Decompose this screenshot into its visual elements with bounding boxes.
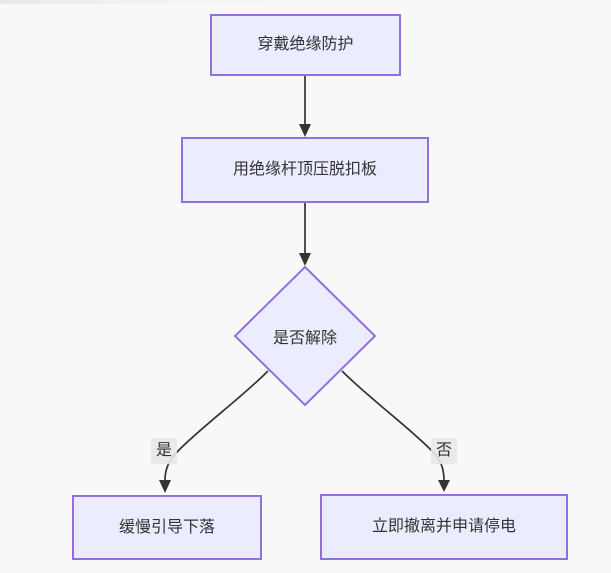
node-press-trip-plate: 用绝缘杆顶压脱扣板 [181,137,429,203]
node-press-trip-plate-label: 用绝缘杆顶压脱扣板 [232,161,377,179]
node-guide-descent: 缓慢引导下落 [72,495,262,560]
edge-label-yes: 是 [150,438,178,464]
edge-c-e [341,370,445,481]
edge-label-no: 否 [430,438,458,464]
node-wear-insulation: 穿戴绝缘防护 [210,14,401,76]
arrowhead-c-d [159,480,171,493]
node-wear-insulation-label: 穿戴绝缘防护 [257,36,354,54]
node-evacuate-power-off-label: 立即撤离并申请停电 [371,518,516,536]
node-guide-descent-label: 缓慢引导下落 [118,518,215,536]
edge-c-d [164,370,269,481]
arrowhead-c-e [438,480,450,492]
arrowhead-a-b [299,124,311,137]
top-edge-shading [0,0,611,4]
arrowhead-b-c [299,253,311,266]
node-evacuate-power-off: 立即撤离并申请停电 [320,494,568,560]
decision-diamond-shape [233,265,377,407]
